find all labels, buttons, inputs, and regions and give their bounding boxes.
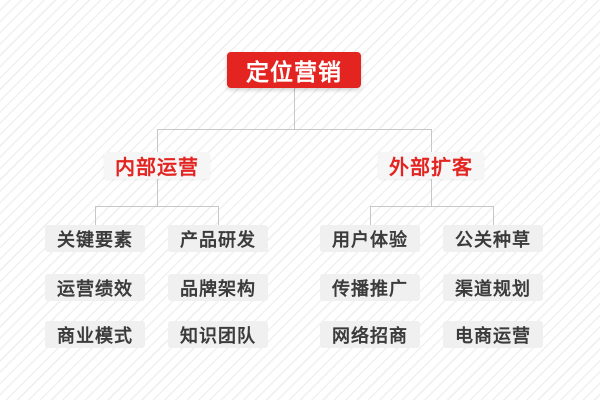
leaf-node: 渠道规划 — [443, 274, 543, 301]
leaf-node: 运营绩效 — [45, 274, 145, 301]
connector-branch-right-col2 — [493, 206, 494, 225]
leaf-node: 产品研发 — [168, 225, 268, 252]
leaf-node: 电商运营 — [443, 321, 543, 348]
connector-branch-right-trunk — [431, 179, 432, 206]
connector-branch-right-horizontal — [370, 206, 494, 207]
leaf-node: 知识团队 — [168, 321, 268, 348]
branch-node-external-acquisition: 外部扩客 — [378, 152, 484, 179]
connector-branch-left-col2 — [218, 206, 219, 225]
connector-branch-left-horizontal — [95, 206, 219, 207]
leaf-node: 商业模式 — [45, 321, 145, 348]
connector-to-branch-left — [157, 129, 158, 152]
connector-branch-left-col1 — [95, 206, 96, 225]
connector-branch-left-trunk — [157, 179, 158, 206]
branch-node-internal-operations: 内部运营 — [104, 152, 210, 179]
leaf-node: 用户体验 — [320, 225, 420, 252]
leaf-node: 传播推广 — [320, 274, 420, 301]
connector-to-branch-right — [431, 129, 432, 152]
connector-root-trunk — [294, 88, 295, 129]
leaf-node: 网络招商 — [320, 321, 420, 348]
connector-branch-right-col1 — [370, 206, 371, 225]
leaf-node: 品牌架构 — [168, 274, 268, 301]
root-node: 定位营销 — [227, 52, 361, 88]
leaf-node: 公关种草 — [443, 225, 543, 252]
leaf-node: 关键要素 — [45, 225, 145, 252]
connector-level1-horizontal — [157, 129, 432, 130]
